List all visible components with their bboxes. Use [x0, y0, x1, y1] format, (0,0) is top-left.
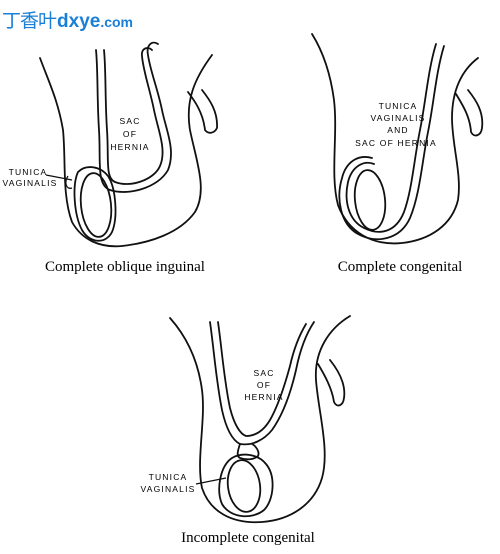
- spermatic-cord: [187, 89, 218, 134]
- tunica-label-line-2: VAGINALIS: [140, 484, 195, 494]
- sac-label-line-2: OF: [257, 380, 271, 390]
- sac-label-line-1: SAC: [253, 368, 274, 378]
- sac-label-line-2: OF: [123, 129, 137, 139]
- tunica-loop: [65, 175, 73, 189]
- combined-label-line-4: SAC OF HERNIA: [355, 138, 437, 148]
- combined-label-line-2: VAGINALIS: [370, 113, 425, 123]
- tunica-pointer: [195, 477, 227, 485]
- combined-sac-outer: [345, 43, 437, 233]
- combined-label-line-3: AND: [387, 125, 409, 135]
- caption-complete-oblique-inguinal: Complete oblique inguinal: [45, 259, 205, 275]
- figure-incomplete-congenital: SAC OF HERNIA TUNICA VAGINALIS Incomplet…: [140, 315, 351, 546]
- testis: [353, 169, 387, 231]
- hernia-sac-outer: [209, 321, 315, 446]
- scrotum-outline: [169, 315, 351, 524]
- figure-complete-oblique-inguinal: SAC OF HERNIA TUNICA VAGINALIS Complete …: [2, 41, 218, 275]
- figure-complete-congenital: TUNICA VAGINALIS AND SAC OF HERNIA Compl…: [311, 33, 484, 275]
- testis: [226, 459, 262, 513]
- sac-junction: [236, 443, 260, 461]
- tunica-label-line-1: TUNICA: [9, 167, 48, 177]
- spermatic-cord: [317, 359, 346, 407]
- watermark-chinese: 丁香叶: [2, 11, 57, 32]
- combined-label-line-1: TUNICA: [379, 101, 418, 111]
- scrotum-outline: [39, 54, 213, 248]
- sac-label-line-1: SAC: [119, 116, 140, 126]
- tunica-vaginalis: [218, 453, 274, 518]
- watermark-logo: 丁香叶dxye.com: [2, 6, 133, 33]
- spermatic-cord: [455, 89, 484, 137]
- hernia-sac-inner: [103, 47, 164, 185]
- scrotum-outline: [311, 33, 479, 245]
- testis: [79, 172, 113, 238]
- tunica-label-line-1: TUNICA: [149, 472, 188, 482]
- tunica-vaginalis: [73, 166, 117, 242]
- tunica-pointer: [45, 174, 73, 181]
- caption-complete-congenital: Complete congenital: [338, 259, 463, 275]
- tunica-label-line-2: VAGINALIS: [2, 178, 57, 188]
- watermark-tld: .com: [100, 14, 134, 30]
- sac-label-line-3: HERNIA: [110, 142, 149, 152]
- hernia-sac-inner: [217, 321, 307, 437]
- watermark-domain: dxye: [57, 11, 101, 32]
- combined-sac-inner: [338, 45, 445, 241]
- sac-label-line-3: HERNIA: [244, 392, 283, 402]
- caption-incomplete-congenital: Incomplete congenital: [181, 530, 315, 546]
- hernia-sac-outer: [95, 41, 172, 193]
